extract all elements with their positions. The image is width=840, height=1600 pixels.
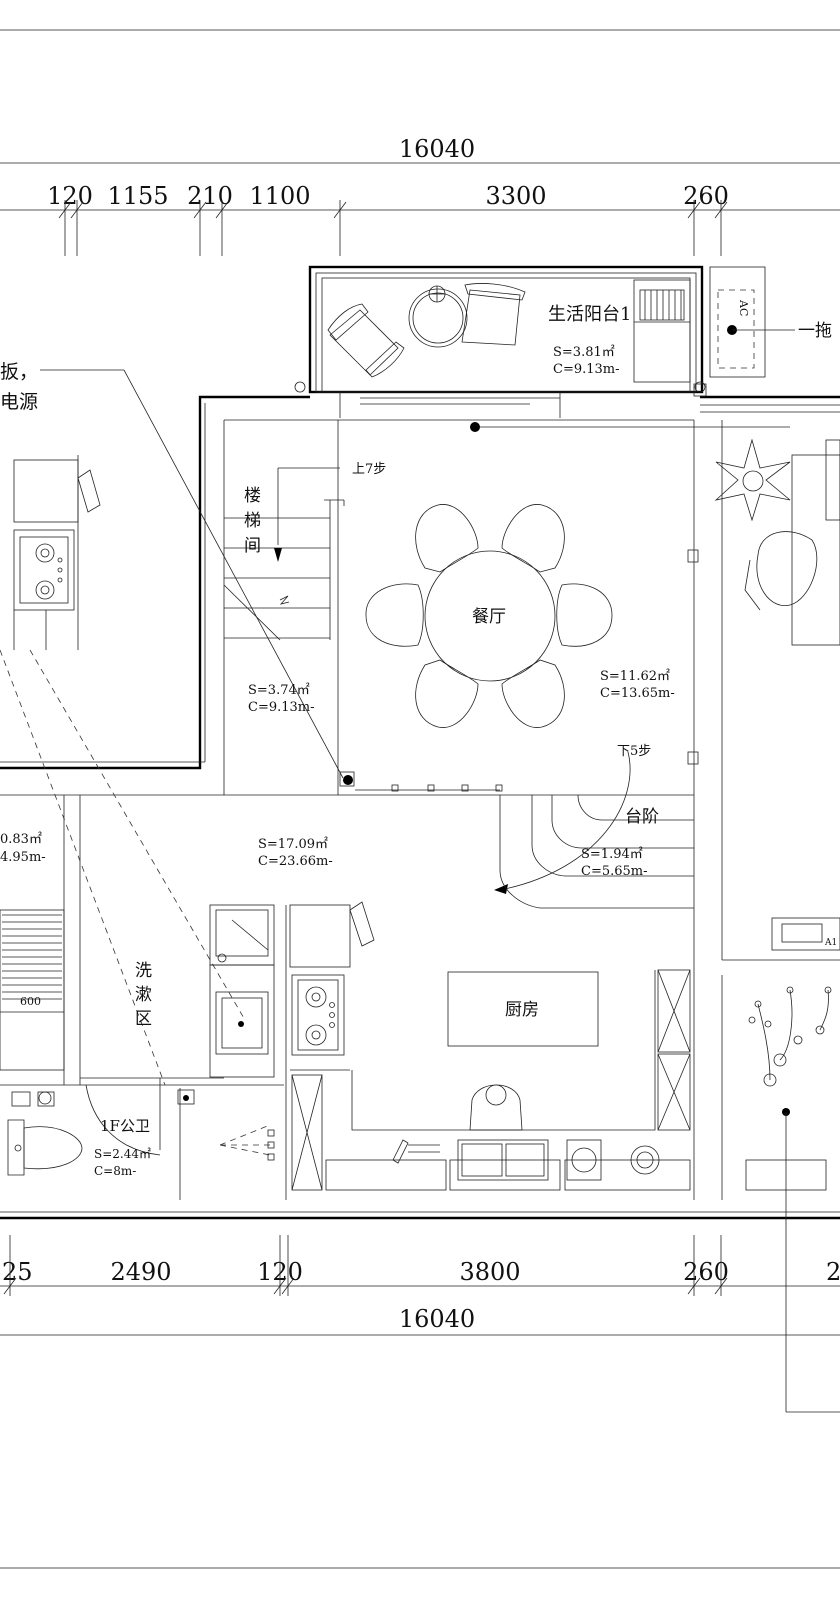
dim-top-total: 16040 <box>399 135 475 163</box>
balcony: 生活阳台1 S=3.81㎡ C=9.13m- <box>294 265 706 418</box>
kitchen-name: 厨房 <box>505 1000 539 1020</box>
dim-bottom-seg-1: 25 <box>2 1258 33 1286</box>
ac-label: AC <box>737 299 750 316</box>
corridor-perimeter: C=23.66m- <box>258 854 333 869</box>
top-dimensions: 16040 120 1155 210 1100 3300 260 <box>0 135 840 256</box>
dim-top-seg-6: 260 <box>683 182 729 210</box>
balcony-perimeter: C=9.13m- <box>553 362 620 377</box>
corridor-area: S=17.09㎡ <box>258 837 328 852</box>
dim-top-seg-2: 1155 <box>107 182 168 210</box>
left-partial-kitchen <box>13 455 101 650</box>
stair-name-1: 楼 <box>244 486 261 506</box>
dim-bottom-total: 16040 <box>399 1305 475 1333</box>
wash-name-1: 洗 <box>135 961 152 981</box>
bottom-dimensions: 25 2490 120 3800 260 2 16040 <box>0 1235 840 1336</box>
steps: 台阶 S=1.94㎡ C=5.65m- <box>499 794 694 909</box>
ac-unit: AC 一拖 <box>709 266 832 378</box>
balcony-table <box>408 285 468 348</box>
left-note-line-1: 扳， <box>0 361 38 383</box>
toilet: 1F公卫 S=2.44㎡ C=8m- <box>0 1078 284 1200</box>
toilet-perimeter: C=8m- <box>94 1164 136 1178</box>
steps-area: S=1.94㎡ <box>581 847 643 862</box>
left-note-line-2: 电源 <box>0 391 38 413</box>
dining-name: 餐厅 <box>472 607 506 627</box>
dining-perimeter: C=13.65m- <box>600 686 675 701</box>
dim-bottom-seg-4: 3800 <box>459 1258 520 1286</box>
stair: 上7步 楼 梯 间 S=3.74㎡ C=9.13m- <box>223 462 386 715</box>
dining: 餐厅 S=11.62㎡ C=13.65m- 下5步 <box>339 383 790 894</box>
dim-top-seg-3: 210 <box>187 182 233 210</box>
washbasin-width: 600 <box>20 995 41 1008</box>
dim-bottom-seg-6: 2 <box>826 1258 840 1286</box>
dining-down-label: 下5步 <box>617 744 651 759</box>
wash-name-3: 区 <box>135 1009 152 1029</box>
steps-perimeter: C=5.65m- <box>581 864 648 879</box>
stair-area: S=3.74㎡ <box>248 683 310 698</box>
stair-up-label: 上7步 <box>352 462 386 477</box>
dim-bottom-seg-5: 260 <box>683 1258 729 1286</box>
wash-name-2: 漱 <box>135 985 152 1005</box>
steps-name: 台阶 <box>625 807 659 827</box>
lower-left: 0.83㎡ 4.95m- S=17.09㎡ C=23.66m- 600 洗 漱 … <box>0 649 333 1200</box>
balcony-area: S=3.81㎡ <box>553 345 615 360</box>
walls <box>0 395 840 1220</box>
balcony-chair-right <box>461 283 526 346</box>
right-note: 一拖 <box>798 321 832 341</box>
toilet-name: 1F公卫 <box>100 1117 150 1135</box>
dining-area: S=11.62㎡ <box>600 669 670 684</box>
kitchen: 厨房 <box>289 901 691 1191</box>
balcony-name: 生活阳台1 <box>548 304 631 325</box>
left-partial-perimeter: 4.95m- <box>0 850 46 865</box>
stair-perimeter: C=9.13m- <box>248 700 315 715</box>
toilet-area: S=2.44㎡ <box>94 1147 151 1161</box>
stair-name-3: 间 <box>244 536 261 556</box>
right-partial: A1 <box>714 438 840 1413</box>
balcony-chair-left <box>327 303 405 378</box>
dim-top-seg-1: 120 <box>47 182 93 210</box>
dim-top-seg-5: 3300 <box>485 182 546 210</box>
left-annotation: 扳， 电源 <box>0 361 344 779</box>
stair-name-2: 梯 <box>244 511 261 531</box>
dim-top-seg-4: 1100 <box>249 182 310 210</box>
left-partial-area: 0.83㎡ <box>0 832 42 847</box>
dim-bottom-seg-2: 2490 <box>110 1258 171 1286</box>
dining-chairs <box>365 504 613 728</box>
ac-tag: A1 <box>824 938 837 948</box>
